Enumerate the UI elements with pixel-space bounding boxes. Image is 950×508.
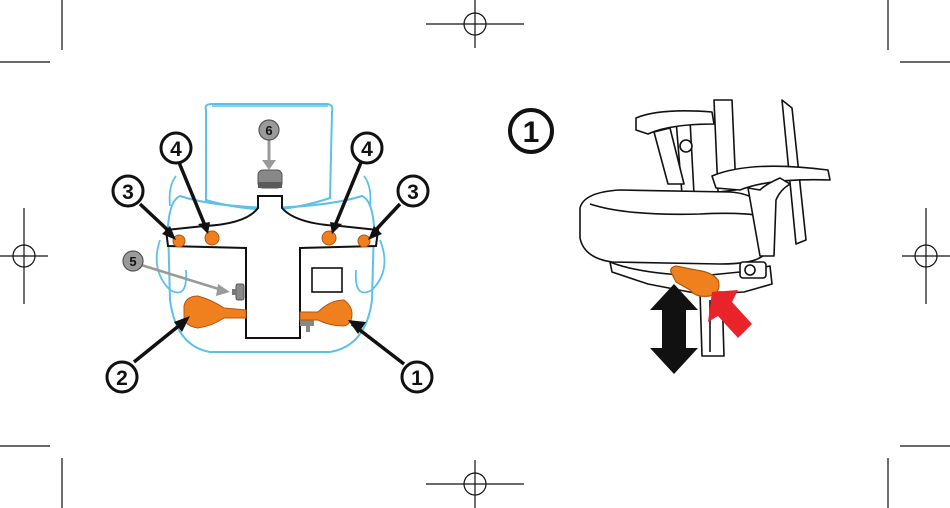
height-double-arrow-icon (650, 284, 698, 374)
svg-text:4: 4 (170, 138, 182, 161)
registration-mark-top-icon (426, 0, 524, 48)
mechanism-label-plate (312, 268, 342, 292)
callout-1-badge: 1 (402, 362, 432, 392)
arm-button-outer-right (358, 235, 370, 247)
svg-text:1: 1 (523, 116, 540, 149)
svg-text:3: 3 (122, 181, 134, 204)
detail-step-badge: 1 (510, 110, 552, 152)
callout-2-badge: 2 (107, 362, 137, 392)
svg-text:5: 5 (129, 254, 136, 269)
arm-button-outer-left (173, 235, 185, 247)
callout-6-badge: 6 (259, 120, 279, 140)
callout-3-left-badge: 3 (113, 176, 143, 206)
chair-side-view (580, 100, 830, 356)
registration-mark-left-icon (0, 208, 48, 304)
callout-4-right-badge: 4 (352, 133, 382, 163)
seat-cushion (580, 190, 766, 264)
svg-text:6: 6 (265, 123, 272, 138)
svg-text:1: 1 (411, 367, 423, 390)
svg-text:3: 3 (407, 181, 419, 204)
callout-3-right-badge: 3 (398, 176, 428, 206)
registration-mark-bottom-icon (426, 460, 524, 508)
callout-5-badge: 5 (123, 251, 143, 271)
arm-button-inner-right (322, 231, 336, 245)
lever-left-orange (184, 296, 246, 328)
svg-text:2: 2 (116, 367, 128, 390)
callout-4-left-badge: 4 (161, 133, 191, 163)
lock-knob (236, 284, 244, 300)
svg-text:4: 4 (361, 138, 373, 161)
registration-mark-right-icon (902, 208, 950, 304)
